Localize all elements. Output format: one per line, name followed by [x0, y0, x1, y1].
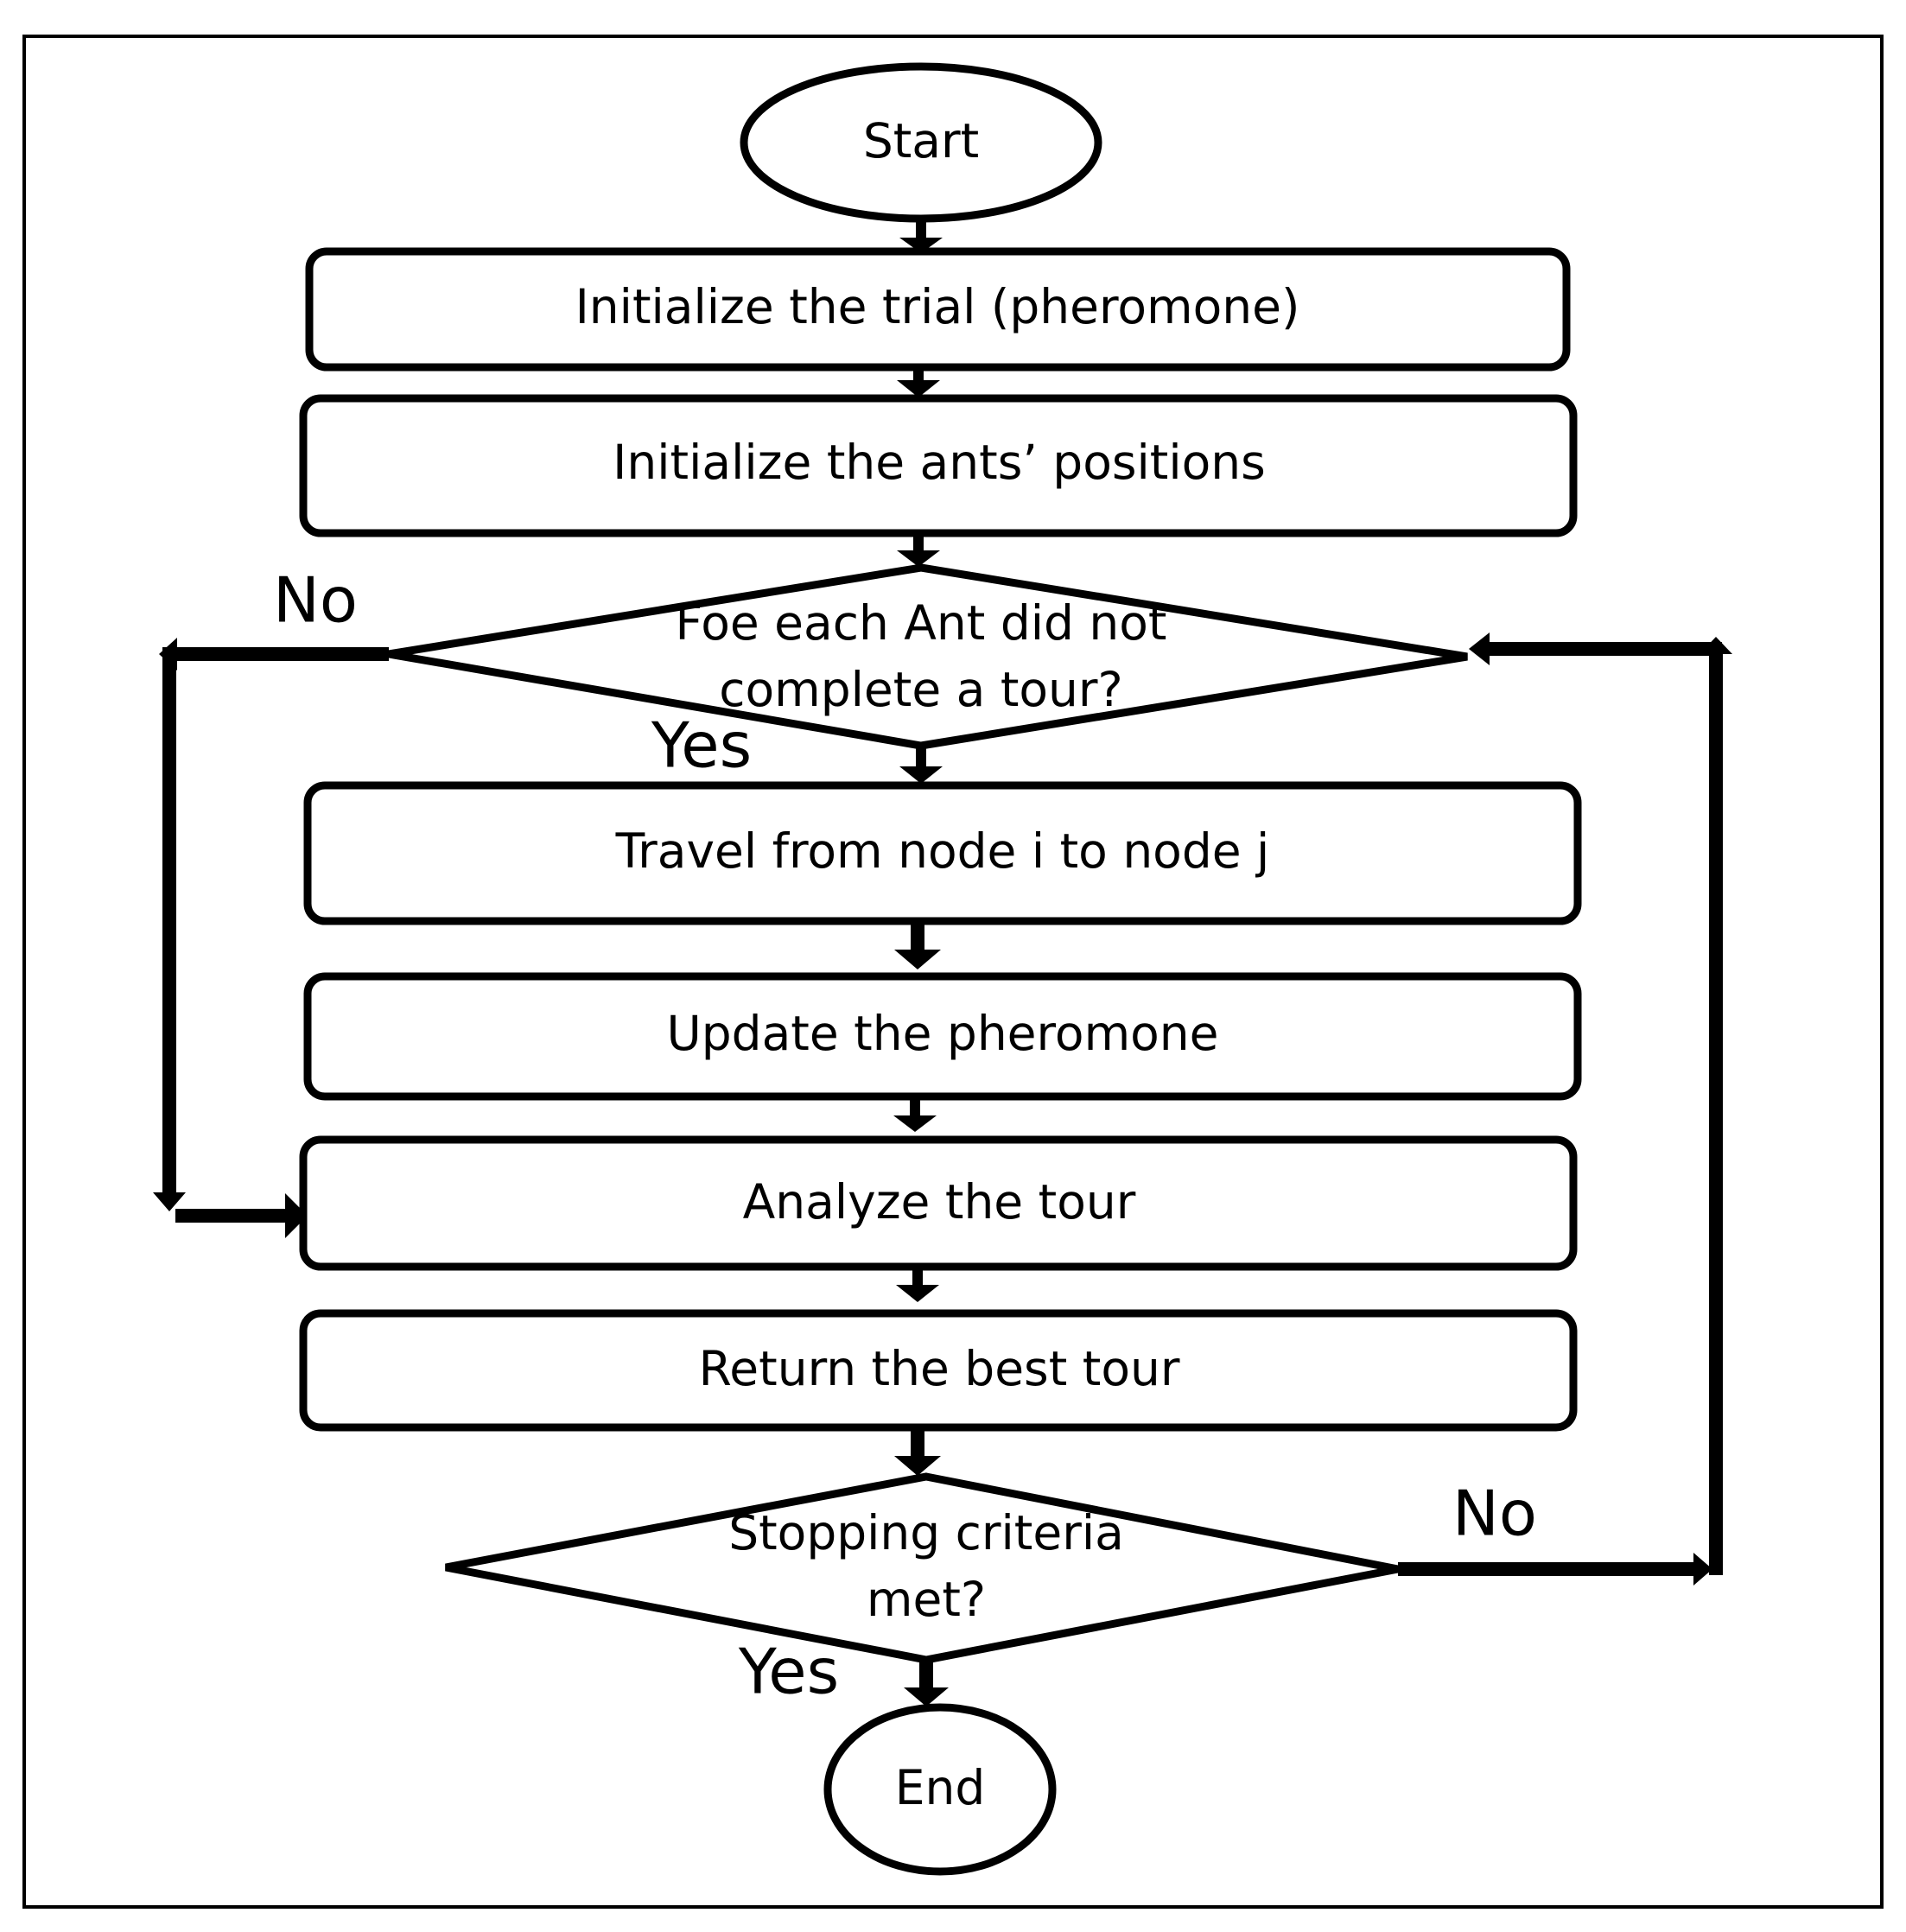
tour-decision-yes-label: Yes: [651, 709, 752, 782]
process-return-best-label: Return the best tour: [699, 1341, 1180, 1396]
decision-stop-line2: met?: [867, 1572, 986, 1627]
process-update-pheromone-label: Update the pheromone: [667, 1006, 1219, 1061]
decision-stopping-criteria: Stopping criteria met?: [445, 1472, 1399, 1664]
start-node: Start: [740, 62, 1102, 223]
process-init-trail: Initialize the trial (pheromone): [305, 247, 1571, 372]
process-travel: Travel from node i to node j: [303, 781, 1582, 925]
arrow-init-ants-to-tour-decision: [897, 534, 940, 567]
arrow-stop-decision-yes-to-end: [904, 1659, 949, 1706]
diagram-frame: [22, 35, 1884, 1909]
arrow-analyze-to-return: [896, 1267, 939, 1302]
process-analyze-tour-label: Analyze the tour: [743, 1174, 1136, 1230]
arrow-return-to-stop-decision: [894, 1427, 941, 1476]
process-init-ants-label: Initialize the ants’ positions: [613, 435, 1266, 490]
decision-stop-line1: Stopping criteria: [728, 1505, 1124, 1560]
process-init-trail-label: Initialize the trial (pheromone): [575, 279, 1300, 334]
decision-tour-line2: complete a tour?: [719, 662, 1122, 717]
connectors: [153, 216, 1732, 1706]
process-travel-label: Travel from node i to node j: [615, 823, 1270, 879]
stop-decision-yes-label: Yes: [738, 1636, 839, 1708]
end-label: End: [895, 1760, 986, 1815]
process-return-best: Return the best tour: [299, 1309, 1578, 1432]
process-init-ants: Initialize the ants’ positions: [299, 394, 1578, 537]
decision-tour-line1: Foe each Ant did not: [676, 595, 1167, 651]
decision-tour-complete: Foe each Ant did not complete a tour?: [388, 563, 1468, 750]
stop-decision-no-label: No: [1452, 1478, 1537, 1550]
end-node: End: [823, 1703, 1057, 1876]
tour-decision-no-label: No: [273, 564, 358, 637]
process-update-pheromone: Update the pheromone: [303, 972, 1582, 1101]
arrow-stop-decision-no-to-tour-decision: [1398, 632, 1732, 1586]
process-analyze-tour: Analyze the tour: [299, 1135, 1578, 1271]
arrow-tour-decision-no-to-analyze: [153, 638, 389, 1238]
arrow-travel-to-update: [894, 921, 941, 969]
start-label: Start: [863, 113, 979, 168]
arrow-update-to-analyze: [893, 1097, 937, 1132]
arrow-tour-decision-yes-to-travel: [899, 745, 943, 784]
